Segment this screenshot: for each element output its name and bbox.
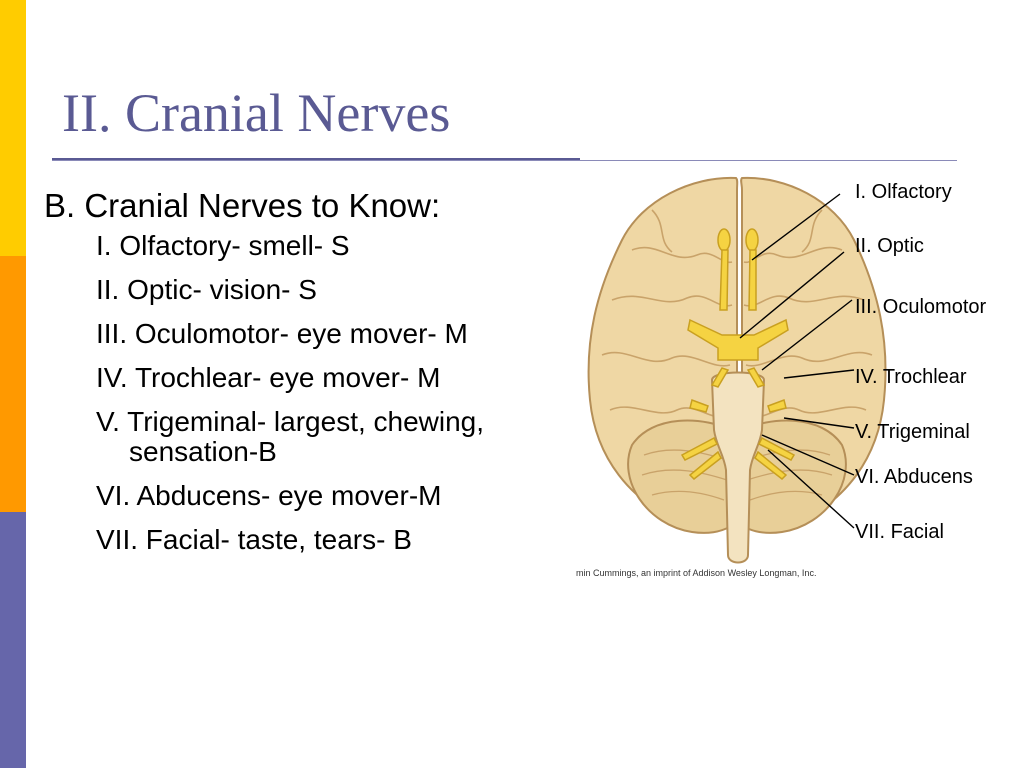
nerve-item-trochlear: IV. Trochlear- eye mover- M (96, 362, 441, 393)
nerve-structures (680, 228, 796, 480)
label-trigeminal: V. Trigeminal (855, 421, 970, 443)
brain-illustration (587, 176, 887, 564)
nerve-item-facial: VII. Facial- taste, tears- B (96, 524, 412, 555)
leader-lines (739, 193, 855, 529)
label-abducens: VI. Abducens (855, 466, 973, 488)
label-facial: VII. Facial (855, 521, 944, 543)
nerve-item-optic: II. Optic- vision- S (96, 274, 317, 305)
nerve-item-trigeminal: V. Trigeminal- largest, chewing, sensati… (96, 406, 485, 467)
slide-title: II. Cranial Nerves (62, 83, 451, 143)
nerve-item-abducens: VI. Abducens- eye mover-M (96, 480, 442, 511)
label-oculomotor: III. Oculomotor (855, 296, 987, 318)
title-underline (52, 158, 580, 161)
label-olfactory: I. Olfactory (855, 181, 952, 203)
nerve-item-olfactory: I. Olfactory- smell- S (96, 230, 350, 261)
label-trochlear: IV. Trochlear (855, 366, 967, 388)
accent-bar-purple (0, 512, 26, 768)
image-credit: min Cummings, an imprint of Addison Wesl… (576, 568, 817, 578)
slide-body: B. Cranial Nerves to Know: I. Olfactory-… (44, 185, 584, 569)
accent-bar-orange (0, 256, 26, 512)
brain-figure: I. Olfactory II. Optic III. Oculomotor I… (572, 170, 1024, 590)
title-rule (52, 160, 957, 161)
section-heading: B. Cranial Nerves to Know: (44, 187, 441, 224)
nerve-list: I. Olfactory- smell- S II. Optic- vision… (44, 231, 584, 555)
label-optic: II. Optic (855, 235, 924, 257)
nerve-item-oculomotor: III. Oculomotor- eye mover- M (96, 318, 468, 349)
accent-bar-yellow (0, 0, 26, 256)
